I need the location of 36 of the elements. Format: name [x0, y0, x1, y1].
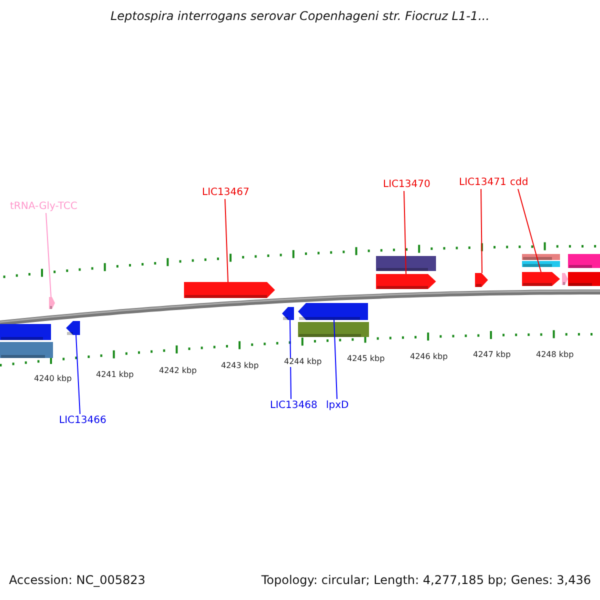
title: Leptospira interrogans serovar Copenhageni str. Fiocruz L1-1...	[109, 10, 491, 24]
leader-line	[404, 190, 406, 274]
scale-label: 4241 kbp	[96, 371, 134, 380]
leader-line	[290, 320, 292, 400]
gene-feature	[298, 303, 368, 320]
gene-label: LIC13468	[270, 400, 318, 411]
scale-label: 4246 kbp	[410, 353, 448, 362]
gene-feature	[49, 297, 55, 309]
gene-label: LIC13467	[202, 187, 250, 198]
footer-text: Topology: circular; Length: 4,277,185 bp; Genes: 3,436	[260, 574, 591, 588]
gene-feature	[376, 274, 436, 289]
scale-label: 4247 kbp	[473, 351, 511, 360]
leader-line	[224, 198, 228, 282]
scale-label: 4245 kbp	[347, 355, 385, 364]
leader-line	[480, 188, 482, 274]
gene-label: LIC13471	[459, 177, 506, 188]
scale-label: 4248 kbp	[536, 351, 574, 360]
gene-feature	[282, 307, 294, 320]
scale-label: 4243 kbp	[221, 362, 259, 371]
scale-label: 4242 kbp	[159, 367, 197, 376]
gene-feature	[475, 273, 488, 287]
gene-feature	[66, 321, 80, 335]
leader-line	[518, 188, 542, 272]
leader-line	[334, 320, 338, 400]
gene-feature	[522, 272, 560, 286]
leader-line	[76, 334, 80, 414]
gene-label: cdd	[510, 177, 528, 188]
gene-label: LIC13466	[59, 415, 106, 426]
footer-text: Accession: NC_005823	[9, 574, 146, 588]
gene-feature	[184, 282, 275, 298]
scale-label: 4244 kbp	[284, 358, 322, 367]
gene-label: LIC13470	[383, 179, 430, 190]
gene-label: lpxD	[326, 400, 349, 411]
leader-line	[46, 212, 52, 298]
scale-label: 4240 kbp	[34, 375, 72, 384]
gene-label: tRNA-Gly-TCC	[10, 201, 78, 212]
